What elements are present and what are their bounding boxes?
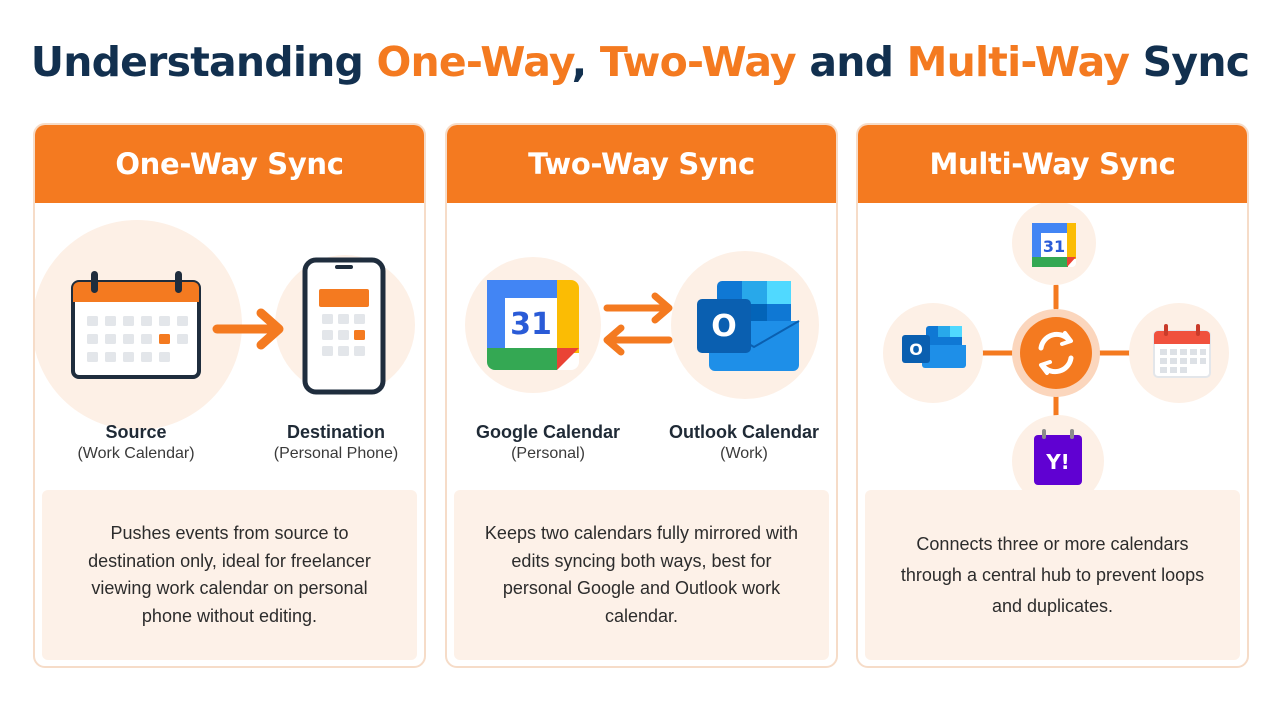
- google-icon-number: 31: [510, 307, 552, 342]
- multi-way-illustration: 31 O: [883, 203, 1229, 493]
- google-calendar-icon: 31: [1032, 223, 1076, 267]
- source-label-group: Source (Work Calendar): [51, 421, 221, 465]
- outlook-icon: O: [697, 281, 800, 371]
- card-heading: One-Way Sync: [35, 125, 424, 203]
- page-title: Understanding One-Way, Two-Way and Multi…: [0, 38, 1280, 86]
- dest-sublabel: (Personal Phone): [273, 445, 399, 462]
- two-way-arrows-icon: [603, 292, 673, 356]
- card-one-way: One-Way Sync: [33, 123, 426, 668]
- source-label: Source: [105, 422, 167, 442]
- outlook-sublabel: (Work): [720, 445, 768, 462]
- calendar-icon: [71, 271, 201, 379]
- description-panel: Keeps two calendars fully mirrored with …: [454, 490, 829, 660]
- card-heading: Two-Way Sync: [447, 125, 836, 203]
- one-way-illustration: [35, 220, 415, 430]
- card-heading: Multi-Way Sync: [858, 125, 1247, 203]
- outlook-icon: O: [902, 326, 966, 368]
- card-body: 31 O: [858, 203, 1247, 666]
- description-text: Pushes events from source to destination…: [88, 523, 371, 626]
- google-label: Google Calendar: [475, 422, 621, 442]
- google-sublabel: (Personal): [511, 445, 585, 462]
- outlook-icon-letter: O: [909, 340, 923, 359]
- google-label-group: Google Calendar (Personal): [463, 421, 633, 465]
- description-text: Keeps two calendars fully mirrored with …: [484, 523, 799, 626]
- google-icon-number: 31: [1043, 237, 1065, 256]
- outlook-icon-letter: O: [711, 309, 737, 344]
- description-text: Connects three or more calendars through…: [900, 533, 1205, 616]
- title-text: Understanding: [30, 38, 377, 86]
- card-body: 31 O Google Calendar (: [447, 203, 836, 666]
- dest-label: Destination: [286, 422, 385, 442]
- calendar-icon: [1153, 324, 1211, 378]
- yahoo-calendar-icon: Y!: [1034, 429, 1082, 485]
- phone-icon: [302, 257, 386, 395]
- dest-label-group: Destination (Personal Phone): [251, 421, 421, 465]
- title-highlight-two-way: Two-Way: [599, 38, 797, 86]
- right-arrow-icon: [212, 308, 284, 350]
- card-body: Source (Work Calendar) Destination (Pers…: [35, 203, 424, 666]
- google-calendar-icon: 31: [487, 280, 579, 370]
- title-text: Sync: [1129, 38, 1250, 86]
- description-panel: Pushes events from source to destination…: [42, 490, 417, 660]
- title-text: and: [795, 38, 907, 86]
- card-multi-way: Multi-Way Sync: [856, 123, 1249, 668]
- title-highlight-one-way: One-Way: [376, 38, 572, 86]
- two-way-illustration: 31 O: [465, 251, 819, 399]
- sync-hub-icon: [1012, 309, 1100, 397]
- outlook-label: Outlook Calendar: [668, 422, 820, 442]
- yahoo-icon-text: Y!: [1045, 450, 1070, 474]
- title-text: ,: [571, 38, 600, 86]
- source-sublabel: (Work Calendar): [77, 445, 195, 462]
- title-highlight-multi-way: Multi-Way: [906, 38, 1130, 86]
- description-panel: Connects three or more calendars through…: [865, 490, 1240, 660]
- outlook-label-group: Outlook Calendar (Work): [659, 421, 829, 465]
- card-two-way: Two-Way Sync 31: [445, 123, 838, 668]
